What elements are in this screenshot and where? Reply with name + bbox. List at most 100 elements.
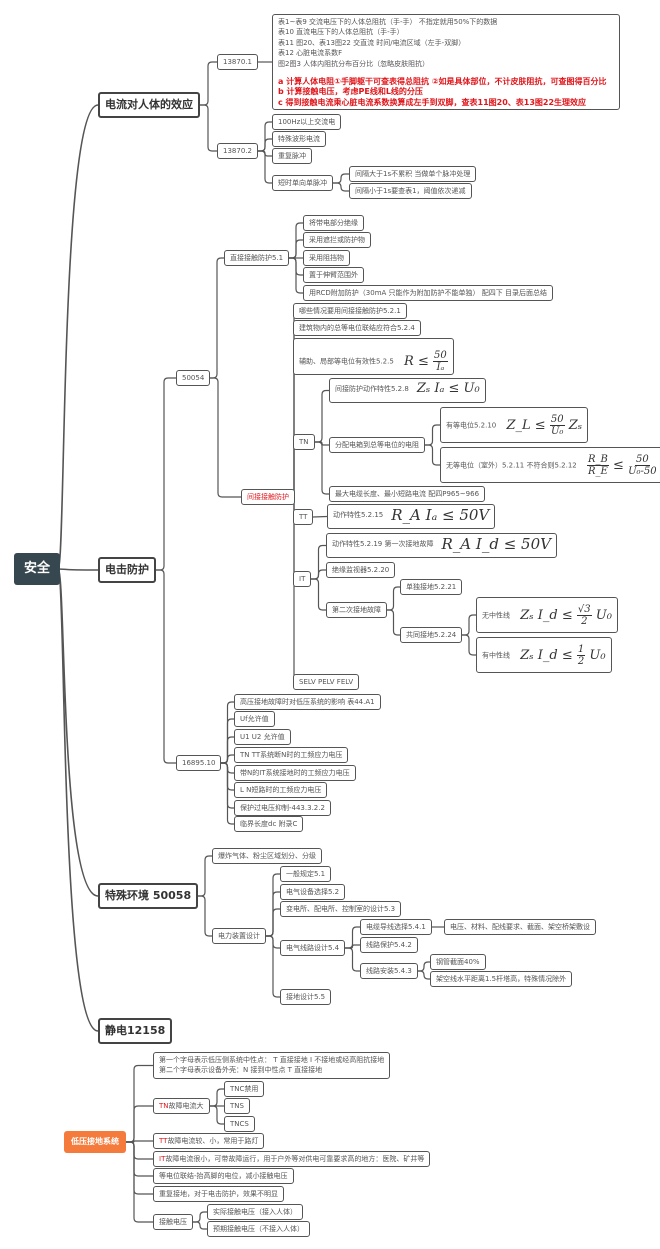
node-special-environment[interactable]: 特殊环境 50058 xyxy=(98,883,199,909)
node-bonding[interactable]: 等电位联结-抬高脚的电位，减小接触电压 xyxy=(153,1168,294,1184)
node-13870-1[interactable]: 13870.1 xyxy=(217,54,258,70)
node-item[interactable]: 用RCD附加防护（30mA 只能作为附加防护不能单独） 配四下 目录后面总结 xyxy=(303,285,553,301)
node-insulation-monitor[interactable]: 绝缘监视器5.2.20 xyxy=(326,562,396,578)
numerator: 1 xyxy=(576,644,586,656)
node-item[interactable]: 高压接地故障时对低压系统的影响 表44.A1 xyxy=(234,694,381,710)
node-separate-earthing[interactable]: 单独接地5.2.21 xyxy=(400,579,463,595)
node-item[interactable]: 哪些情况要用间接接触防护5.2.1 xyxy=(293,303,407,319)
node-item[interactable]: 建筑物内的总等电位联结应符合5.2.4 xyxy=(293,320,421,336)
node-item[interactable]: 间隔大于1s不累积 当做单个脉冲处理 xyxy=(349,166,477,182)
node-item[interactable]: 带N的IT系统接地时的工频应力电压 xyxy=(234,765,356,781)
node-item[interactable]: 间隔小于1s要查表1，阈值依次递减 xyxy=(349,183,472,199)
system-prefix: TT xyxy=(159,1137,168,1145)
node-lv-earthing[interactable]: 低压接地系统 xyxy=(64,1131,126,1153)
node-tn[interactable]: TN xyxy=(293,434,315,450)
node-max-cable-length[interactable]: 最大电缆长度、最小短路电流 配四P965~966 xyxy=(329,486,486,502)
node-zones[interactable]: 爆炸气体、粉尘区域划分、分级 xyxy=(212,848,322,864)
node-indirect-contact[interactable]: 间接接触防护 xyxy=(241,489,295,505)
node-selv[interactable]: SELV PELV FELV xyxy=(293,674,360,690)
connector-line xyxy=(462,614,476,636)
node-shock-protection[interactable]: 电击防护 xyxy=(98,557,156,583)
connector-line xyxy=(210,1088,224,1107)
node-item[interactable]: 架空线水平距离1.5杆塔高，特殊情况除外 xyxy=(430,971,573,987)
node-item[interactable]: TN TT系统断N时的工频应力电压 xyxy=(234,747,349,763)
connector-line xyxy=(126,1141,153,1160)
connector-line xyxy=(418,970,430,980)
node-item[interactable]: TNCS xyxy=(224,1116,255,1132)
node-item[interactable]: 采用阻挡物 xyxy=(303,250,350,266)
node-direct-contact[interactable]: 直接接触防护5.1 xyxy=(224,250,290,266)
connector-line xyxy=(315,441,329,495)
node-item[interactable]: 电压、材料、配线要求、截面、架空桥架敷设 xyxy=(444,919,596,935)
numerator: R_B xyxy=(587,454,609,466)
connector-line xyxy=(387,586,400,611)
node-13870-1-notes[interactable]: 表1~表9 交流电压下的人体总阻抗（手-手） 不指定就用50%下的数据 表10 … xyxy=(272,14,620,110)
node-lv-it[interactable]: IT故障电流很小，可带故障运行，用于户外等对供电可靠要求高的地方：医院、矿井等 xyxy=(153,1151,431,1167)
node-item[interactable]: 置于伸臂范围外 xyxy=(303,267,364,283)
node-item[interactable]: 临界长度dc 附录C xyxy=(234,816,304,832)
node-lv-tt[interactable]: TT故障电流较、小，常用于路灯 xyxy=(153,1133,265,1149)
node-item[interactable]: 特殊波形电流 xyxy=(272,131,326,147)
node-item[interactable]: 将带电部分绝缘 xyxy=(303,215,364,231)
formula: R_A I_d ≤ 50V xyxy=(441,535,551,553)
node-item[interactable]: 实际接触电压（接入人体） xyxy=(207,1204,303,1220)
node-wiring-design[interactable]: 电气线路设计5.4 xyxy=(280,940,346,956)
node-line-install[interactable]: 线路安装5.4.3 xyxy=(360,963,418,979)
node-it-first-fault[interactable]: 动作特性5.2.19 第一次接地故障 R_A I_d ≤ 50V xyxy=(326,533,557,558)
node-common-earthing[interactable]: 共同接地5.2.24 xyxy=(400,627,463,643)
node-16895-10[interactable]: 16895.10 xyxy=(176,755,222,771)
node-static[interactable]: 静电12158 xyxy=(98,1018,173,1044)
node-item[interactable]: 重复脉冲 xyxy=(272,148,312,164)
connector-line xyxy=(57,568,99,1032)
connector-line xyxy=(418,961,430,972)
node-item[interactable]: 钢管截面40% xyxy=(430,954,486,970)
denominator: R_E xyxy=(588,466,608,477)
node-item[interactable]: 100Hz以上交流电 xyxy=(272,114,342,130)
node-short-pulse[interactable]: 短时单向单脉冲 xyxy=(272,175,333,191)
connector-line xyxy=(126,1140,153,1143)
node-second-fault[interactable]: 第二次接地故障 xyxy=(326,602,387,618)
node-tt[interactable]: TT xyxy=(293,509,314,525)
node-item[interactable]: TNS xyxy=(224,1098,250,1114)
connector-line xyxy=(198,855,212,897)
node-item[interactable]: U1 U2 允许值 xyxy=(234,729,291,745)
node-lv-tn[interactable]: TN故障电流大 xyxy=(153,1098,210,1114)
node-item[interactable]: 变电所、配电所、控制室的设计5.3 xyxy=(280,901,402,917)
node-it[interactable]: IT xyxy=(293,571,312,587)
node-power-design[interactable]: 电力装置设计 xyxy=(212,928,266,944)
node-cable-selection[interactable]: 电缆导线选择5.4.1 xyxy=(360,919,432,935)
node-item[interactable]: L N短路时的工频应力电压 xyxy=(234,782,328,798)
node-re-earthing[interactable]: 重复接地，对于电击防护，效果不明显 xyxy=(153,1186,284,1202)
connector-line xyxy=(462,634,476,656)
node-tn-resistance[interactable]: 分配电箱到总等电位的电阻 xyxy=(329,437,425,453)
node-item[interactable]: Uf允许值 xyxy=(234,711,275,727)
node-letters[interactable]: 第一个字母表示低压侧系统中性点： T 直接接地 I 不接地或经高阻抗接地 第二个… xyxy=(153,1052,391,1079)
connector-line xyxy=(258,150,272,184)
node-item[interactable]: 电气设备选择5.2 xyxy=(280,884,346,900)
node-earthing-design[interactable]: 接地设计5.5 xyxy=(280,989,332,1005)
node-item[interactable]: 保护过电压抑制-443.3.2.2 xyxy=(234,800,331,816)
node-item[interactable]: TNC禁用 xyxy=(224,1081,265,1097)
note-line: 表12 心脏电流系数F xyxy=(278,49,343,58)
node-13870-2[interactable]: 13870.2 xyxy=(217,143,258,159)
node-touch-voltage[interactable]: 接触电压 xyxy=(153,1214,193,1230)
node-label: 动作特性5.2.19 第一次接地故障 xyxy=(332,540,434,548)
node-item[interactable]: 采用遮拦或防护物 xyxy=(303,232,371,248)
root-node[interactable]: 安全 xyxy=(14,553,61,585)
node-item[interactable]: 预期接触电压（不接入人体） xyxy=(207,1221,310,1237)
node-50054[interactable]: 50054 xyxy=(176,370,211,386)
node-line-protection[interactable]: 线路保护5.4.2 xyxy=(360,937,418,953)
node-current-effects[interactable]: 电流对人体的效应 xyxy=(98,92,200,118)
node-item[interactable]: 一般规定5.1 xyxy=(280,866,332,882)
formula: Zₛ Iₐ ≤ U₀ xyxy=(416,381,480,396)
